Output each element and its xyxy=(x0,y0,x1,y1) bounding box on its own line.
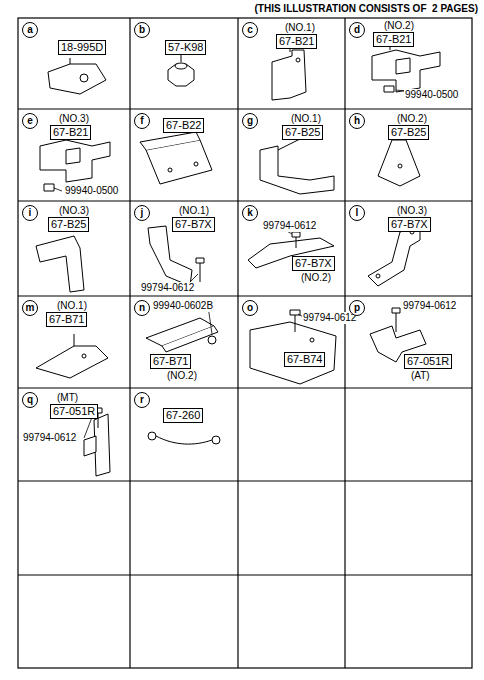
callout-letter: j xyxy=(134,205,150,221)
part-note: (NO.1) xyxy=(56,300,88,312)
part-note: 99940-0602B xyxy=(152,300,214,312)
callout-letter: e xyxy=(22,113,38,129)
part-note: 99794-0612 xyxy=(140,282,195,294)
callout-letter: l xyxy=(349,205,365,221)
part-note: (NO.3) xyxy=(58,205,90,217)
callout-letter: m xyxy=(22,300,38,316)
part-note: (MT) xyxy=(56,392,79,404)
part-note: 99794-0612 xyxy=(302,312,357,324)
part-number: 67-B25 xyxy=(48,217,89,232)
part-number: 67-B21 xyxy=(373,32,414,47)
part-number: 67-B21 xyxy=(50,125,91,140)
part-note: (NO.1) xyxy=(290,113,322,125)
part-note: 99940-0500 xyxy=(404,89,459,101)
callout-letter: h xyxy=(349,113,365,129)
part-number: 67-B7X xyxy=(172,217,215,232)
part-number: 67-B22 xyxy=(163,118,204,133)
part-note: (NO.3) xyxy=(396,205,428,217)
part-number: 18-995D xyxy=(58,40,106,55)
callout-letter: a xyxy=(22,22,38,38)
leader-lines xyxy=(54,90,432,438)
part-note: 99794-0612 xyxy=(262,220,317,232)
callout-letter: f xyxy=(134,113,150,129)
callout-letter: c xyxy=(242,22,258,38)
part-note: (NO.1) xyxy=(284,22,316,34)
callout-letter: p xyxy=(349,300,365,316)
part-number: 67-B7X xyxy=(292,256,335,271)
part-number: 57-K98 xyxy=(165,40,206,55)
part-note: (NO.2) xyxy=(166,370,198,382)
callout-letter: i xyxy=(22,205,38,221)
part-note: 99794-0612 xyxy=(22,432,77,444)
part-number: 67-B25 xyxy=(388,125,429,140)
part-note: (NO.3) xyxy=(58,113,90,125)
part-note: (NO.2) xyxy=(300,272,332,284)
callout-letter: d xyxy=(349,22,365,38)
part-note: (NO.2) xyxy=(383,20,415,32)
part-note: (NO.1) xyxy=(178,205,210,217)
part-number: 67-B21 xyxy=(276,34,317,49)
part-number: 67-B71 xyxy=(46,312,87,327)
callout-letter: r xyxy=(134,392,150,408)
callout-letter: q xyxy=(22,392,38,408)
part-number: 67-260 xyxy=(163,408,203,423)
part-number: 67-B74 xyxy=(284,352,325,367)
callout-letter: n xyxy=(134,300,150,316)
part-number: 67-051R xyxy=(50,404,98,419)
part-note: 99794-0612 xyxy=(402,300,457,312)
part-note: (AT) xyxy=(410,370,431,382)
part-note: 99940-0500 xyxy=(64,185,119,197)
grid xyxy=(18,18,472,668)
callout-letter: k xyxy=(242,205,258,221)
part-number: 67-B71 xyxy=(150,354,191,369)
part-drawings xyxy=(36,46,440,476)
part-number: 67-051R xyxy=(404,354,452,369)
page-heading: (THIS ILLUSTRATION CONSISTS OF 2 PAGES) xyxy=(254,3,478,15)
part-note: (NO.2) xyxy=(396,113,428,125)
callout-letter: b xyxy=(134,22,150,38)
callout-letter: o xyxy=(242,300,258,316)
part-number: 67-B25 xyxy=(282,125,323,140)
part-number: 67-B7X xyxy=(388,217,431,232)
callout-letter: g xyxy=(242,113,258,129)
